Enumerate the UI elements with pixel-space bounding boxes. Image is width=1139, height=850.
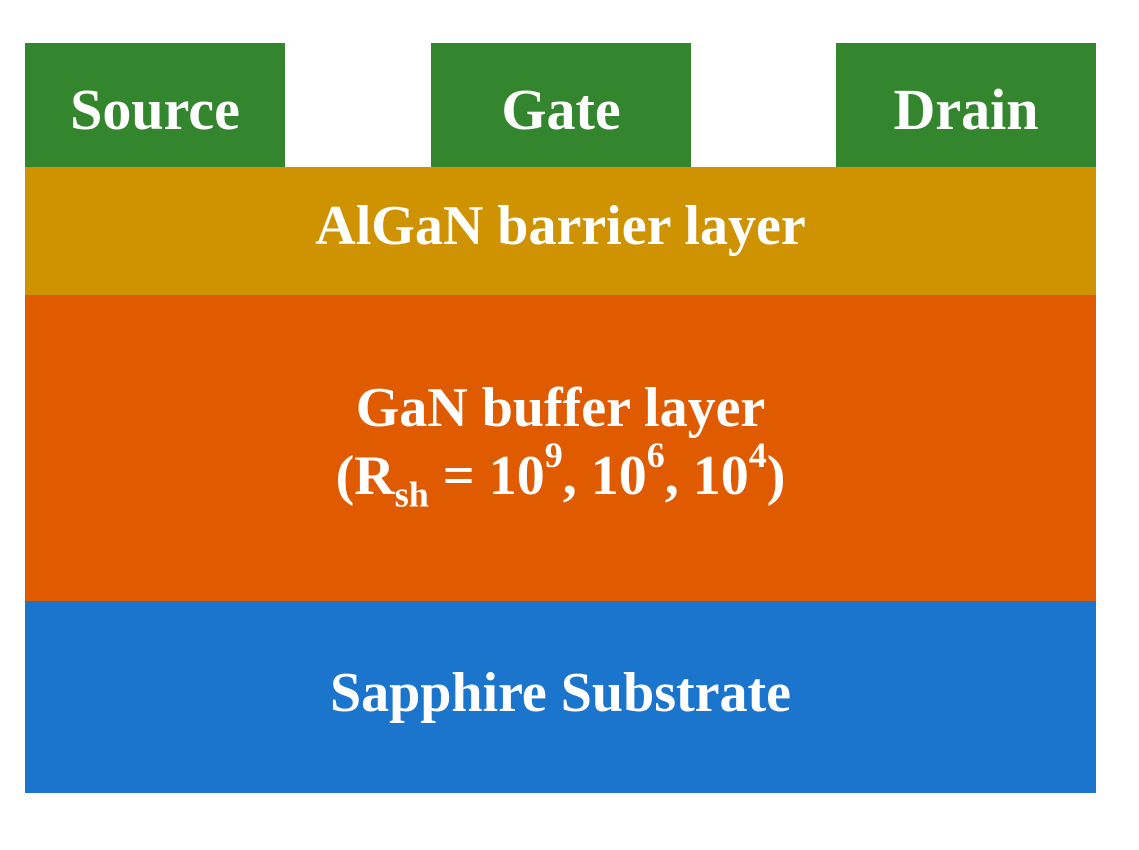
drain-contact: Drain (836, 43, 1096, 167)
barrier-label: AlGaN barrier layer (315, 195, 806, 257)
rsh-close-paren: ) (766, 445, 786, 507)
sapphire-substrate-layer: Sapphire Substrate (25, 601, 1096, 793)
buffer-label: GaN buffer layer (355, 376, 766, 439)
gan-buffer-layer: GaN buffer layer (Rsh = 109, 106, 104) (25, 295, 1096, 601)
drain-label: Drain (893, 76, 1039, 142)
source-contact: Source (25, 43, 285, 167)
gate-label: Gate (501, 76, 621, 142)
substrate-label: Sapphire Substrate (329, 662, 792, 724)
rsh-value-3-base: 10 (692, 445, 749, 507)
rsh-value-3-exponent: 4 (748, 435, 767, 475)
source-label: Source (70, 76, 240, 142)
rsh-value-1-base: 10 (488, 445, 545, 507)
gate-contact: Gate (431, 43, 691, 167)
rsh-value-1-exponent: 9 (544, 435, 563, 475)
rsh-subscript: sh (394, 474, 429, 515)
rsh-symbol: R (354, 445, 395, 507)
sheet-resistance-values: (Rsh = 109, 106, 104) (335, 437, 786, 513)
rsh-equals: = (428, 445, 489, 507)
rsh-open-paren: ( (335, 445, 355, 507)
rsh-separator-2: , (664, 445, 693, 507)
rsh-value-2-base: 10 (590, 445, 647, 507)
rsh-separator-1: , (562, 445, 591, 507)
rsh-value-2-exponent: 6 (646, 435, 665, 475)
algan-barrier-layer: AlGaN barrier layer (25, 167, 1096, 295)
